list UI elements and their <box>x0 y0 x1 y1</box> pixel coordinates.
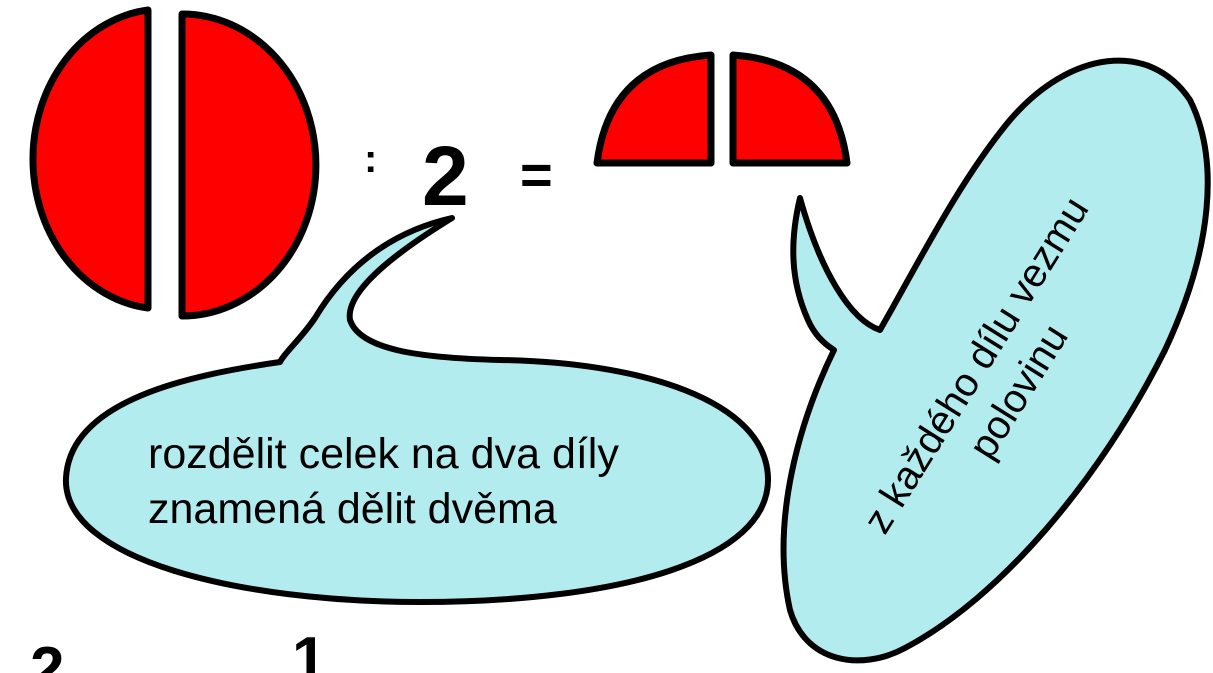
result-quarter-right <box>729 51 851 167</box>
bottom-number-right: 1 <box>292 625 326 673</box>
speech-bubble-right <box>780 57 1211 664</box>
speech-bubble-left <box>62 215 772 605</box>
whole-oval-left-half <box>29 6 152 312</box>
whole-oval-right-half <box>178 10 320 320</box>
bottom-number-left: 2 <box>30 635 64 673</box>
bubble-left-line2: znamená dělit dvěma <box>148 485 557 533</box>
result-quarter-left <box>593 51 715 167</box>
result-half-oval <box>593 51 851 167</box>
divisor-number-text: 2 <box>422 129 469 223</box>
divide-operator: : <box>364 137 377 181</box>
equals-operator: = <box>520 143 553 206</box>
bubble-left-line1: rozdělit celek na dva díly <box>148 430 619 478</box>
whole-oval <box>29 6 320 320</box>
